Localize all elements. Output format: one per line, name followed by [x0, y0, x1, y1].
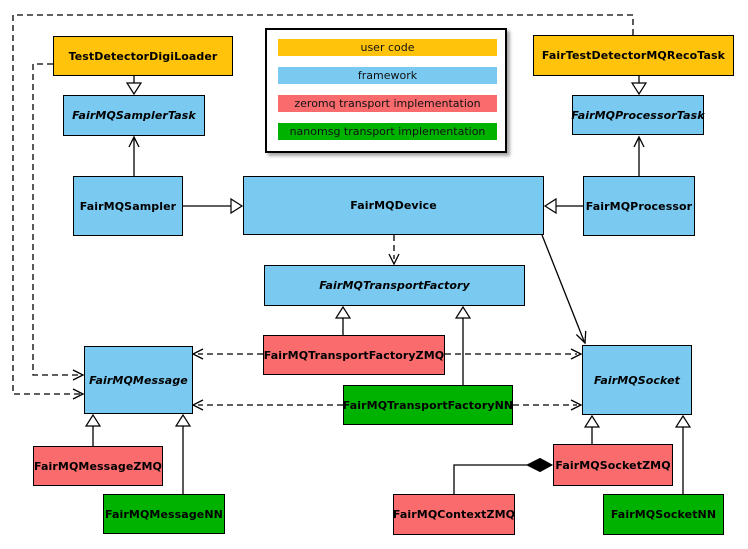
node-fairmqsocketnn: FairMQSocketNN — [603, 494, 724, 535]
node-fairmqsocket: FairMQSocket — [582, 345, 692, 415]
legend-item-nanomsg: nanomsg transport implementation — [278, 123, 497, 140]
legend: user code framework zeromq transport imp… — [265, 28, 507, 153]
edge-inheritance-recotask-processortask — [630, 76, 648, 96]
edge-composition-contextzmq-socketzmq — [453, 457, 554, 494]
node-fairmqdevice: FairMQDevice — [243, 176, 544, 235]
edge-dependency-digiloader-message — [32, 63, 85, 381]
legend-item-framework: framework — [278, 67, 497, 84]
legend-item-user-code: user code — [278, 39, 497, 56]
edge-dependency-factoryzmq-socket — [445, 348, 583, 360]
node-fairmqsampler: FairMQSampler — [73, 176, 183, 236]
edge-inheritance-digiloader-samplertask — [125, 76, 143, 96]
edge-dependency-recotask-message — [12, 14, 634, 400]
edge-association-device-socket — [541, 234, 587, 345]
node-fairmqtransportfactoryzmq: FairMQTransportFactoryZMQ — [263, 335, 445, 375]
legend-item-zeromq: zeromq transport implementation — [278, 95, 497, 112]
node-fairmqtransportfactory: FairMQTransportFactory — [264, 265, 525, 306]
edge-inheritance-socketzmq-socket — [583, 414, 601, 444]
node-fairmqcontextzmq: FairMQContextZMQ — [393, 494, 515, 535]
node-fairmqsamplertask: FairMQSamplerTask — [63, 95, 205, 136]
edge-association-processor-processortask — [633, 135, 645, 176]
node-fairmqmessagenn: FairMQMessageNN — [103, 494, 225, 534]
node-fairmqprocessortask: FairMQProcessorTask — [571, 95, 705, 135]
edge-inheritance-factoryzmq-factory — [334, 305, 352, 335]
edge-dependency-factorynn-socket — [513, 399, 583, 411]
edge-inheritance-factorynn-factory — [454, 305, 472, 385]
edge-inheritance-messagenn-message — [174, 413, 192, 494]
node-fairtestdetectormqrecotask: FairTestDetectorMQRecoTask — [533, 35, 734, 76]
node-fairmqprocessor: FairMQProcessor — [583, 176, 695, 236]
edge-inheritance-processor-device — [543, 197, 583, 215]
edge-inheritance-sampler-device — [183, 197, 244, 215]
edge-inheritance-socketnn-socket — [674, 414, 692, 494]
node-fairmqmessagezmq: FairMQMessageZMQ — [33, 446, 163, 486]
edge-inheritance-messagezmq-message — [84, 413, 102, 446]
node-fairmqmessage: FairMQMessage — [84, 346, 193, 414]
node-fairmqsocketzmq: FairMQSocketZMQ — [553, 444, 673, 486]
edge-dependency-factorynn-message — [191, 399, 343, 411]
node-testdetectordigiloader: TestDetectorDigiLoader — [53, 36, 233, 76]
edge-association-sampler-samplertask — [128, 135, 140, 176]
edge-dependency-factoryzmq-message — [191, 348, 263, 360]
edge-dependency-device-transportfactory — [388, 235, 400, 266]
node-fairmqtransportfactorynn: FairMQTransportFactoryNN — [343, 385, 513, 425]
